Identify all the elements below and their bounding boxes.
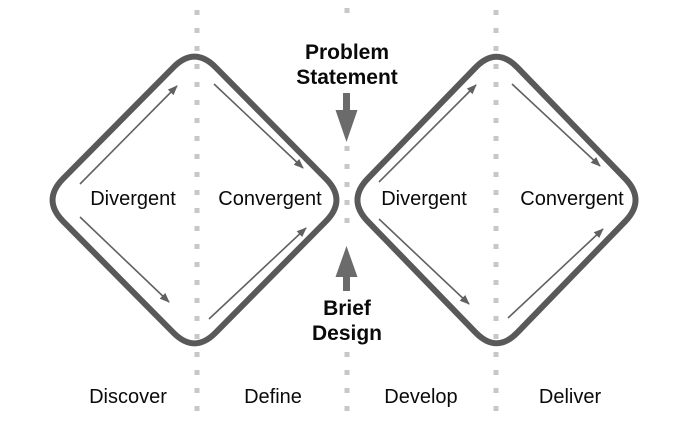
dotted-guides [194,8,499,420]
diagonal-flow-arrow-icon [378,84,477,183]
diamond-develop-deliver [354,53,639,347]
divergent-label-1: Divergent [90,188,176,210]
diagonal-flow-arrow-icon [378,218,470,305]
up-arrow-icon [335,246,358,291]
flow-arrows [79,83,604,320]
problem-statement-label-line2: Statement [296,66,398,89]
problem-statement-label-line1: Problem [305,41,389,64]
convergent-label-2: Convergent [520,188,624,210]
diagonal-flow-arrow-icon [79,85,178,185]
diagonal-flow-arrow-icon [507,228,604,319]
phase-label-develop: Develop [384,386,457,408]
convergent-label-1: Convergent [218,188,322,210]
diagonal-flow-arrow-icon [511,83,601,167]
brief-design-label-line1: Brief [323,297,372,320]
phase-label-deliver: Deliver [539,386,602,408]
diagonal-flow-arrow-icon [79,216,170,303]
down-arrow-icon [335,93,358,142]
diagonal-flow-arrow-icon [208,227,307,320]
brief-design-label-line2: Design [312,322,382,345]
phase-label-discover: Discover [89,386,167,408]
phase-label-define: Define [244,386,302,408]
diamond-discover-define [49,53,340,347]
divergent-label-2: Divergent [381,188,467,210]
diagonal-flow-arrow-icon [213,83,304,169]
